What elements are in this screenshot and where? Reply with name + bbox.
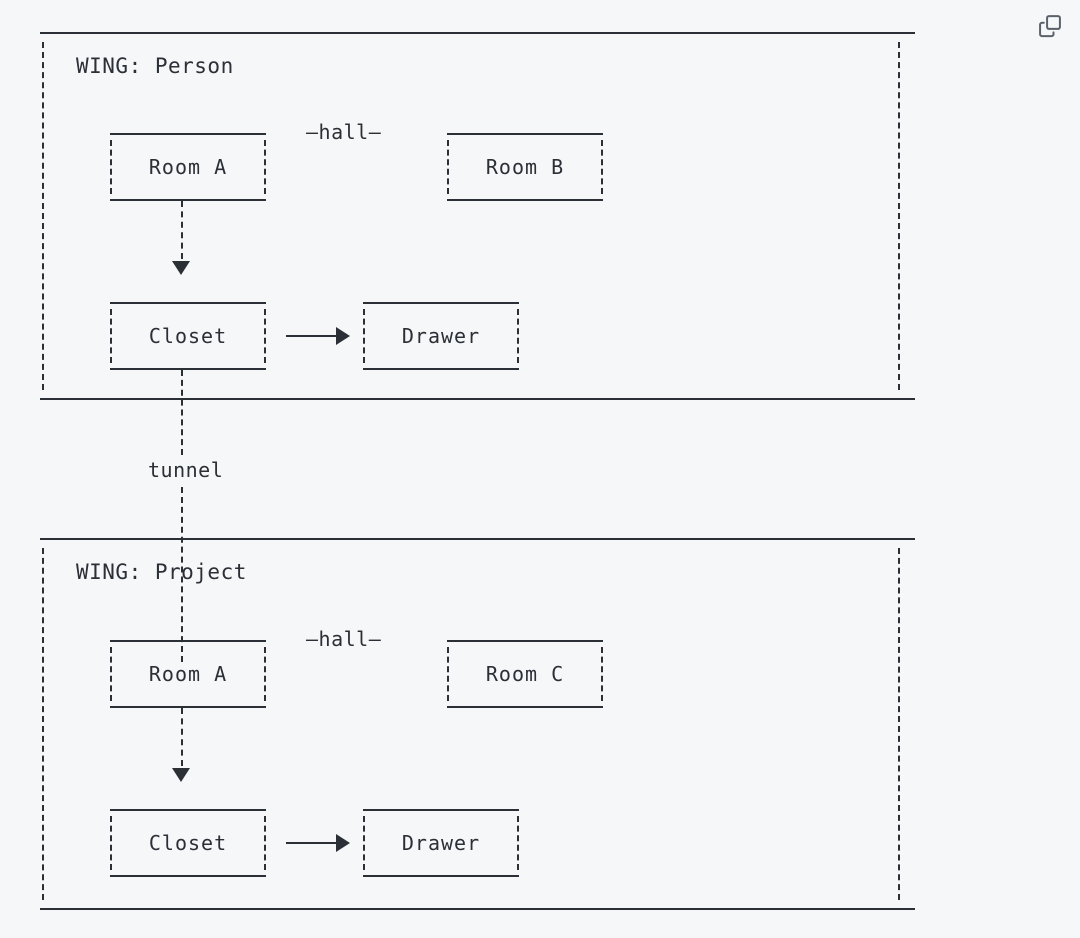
node-top-border <box>110 302 266 304</box>
node-label: Closet <box>148 324 228 348</box>
node-drawer-person[interactable]: Drawer <box>363 302 519 370</box>
node-left-border <box>363 816 365 870</box>
arrow-head-right-person <box>336 327 350 345</box>
node-left-border <box>110 309 112 363</box>
edge-label-hall-person: —hall— <box>304 120 384 144</box>
node-room-c-project[interactable]: Room C <box>447 640 603 708</box>
node-left-border <box>363 309 365 363</box>
tunnel-label: tunnel <box>146 458 226 482</box>
node-label: Room A <box>148 155 228 179</box>
node-left-border <box>447 140 449 194</box>
node-left-border <box>110 140 112 194</box>
tunnel-line-lower <box>181 487 183 662</box>
node-bottom-border <box>447 706 603 708</box>
node-top-border <box>447 640 603 642</box>
copy-icon[interactable] <box>1036 12 1064 40</box>
node-right-border <box>601 647 603 701</box>
node-top-border <box>363 302 519 304</box>
node-label: Closet <box>148 831 228 855</box>
node-right-border <box>264 140 266 194</box>
node-top-border <box>447 133 603 135</box>
edge-label-hall-project: —hall— <box>304 627 384 651</box>
wing-title-person: WING: Person <box>76 54 234 78</box>
arrow-head-down-person <box>172 261 190 275</box>
node-right-border <box>517 816 519 870</box>
node-label: Room C <box>485 662 565 686</box>
node-label: Drawer <box>401 831 481 855</box>
wing-bottom-border <box>40 908 915 910</box>
arrow-head-down-project <box>172 768 190 782</box>
wing-left-border <box>42 42 44 390</box>
node-closet-project[interactable]: Closet <box>110 809 266 877</box>
wing-project: WING: Project <box>40 538 915 910</box>
node-bottom-border <box>110 875 266 877</box>
node-top-border <box>110 640 266 642</box>
wing-top-border <box>40 538 915 540</box>
node-top-border <box>110 809 266 811</box>
node-drawer-project[interactable]: Drawer <box>363 809 519 877</box>
node-left-border <box>110 647 112 701</box>
node-closet-person[interactable]: Closet <box>110 302 266 370</box>
wing-person: WING: Person <box>40 32 915 400</box>
connector-room-a-to-closet-project <box>181 708 183 766</box>
node-bottom-border <box>110 368 266 370</box>
node-left-border <box>447 647 449 701</box>
wing-right-border <box>898 548 900 900</box>
node-bottom-border <box>447 199 603 201</box>
wing-right-border <box>898 42 900 390</box>
connector-closet-to-drawer-person <box>286 335 338 337</box>
node-bottom-border <box>363 368 519 370</box>
connector-closet-to-drawer-project <box>286 842 338 844</box>
node-top-border <box>110 133 266 135</box>
node-right-border <box>264 309 266 363</box>
wing-bottom-border <box>40 398 915 400</box>
node-bottom-border <box>363 875 519 877</box>
node-label: Drawer <box>401 324 481 348</box>
node-top-border <box>363 809 519 811</box>
node-right-border <box>264 647 266 701</box>
node-label: Room A <box>148 662 228 686</box>
node-right-border <box>264 816 266 870</box>
node-bottom-border <box>110 706 266 708</box>
node-right-border <box>517 309 519 363</box>
node-room-b-person[interactable]: Room B <box>447 133 603 201</box>
node-left-border <box>110 816 112 870</box>
node-label: Room B <box>485 155 565 179</box>
node-room-a-person[interactable]: Room A <box>110 133 266 201</box>
wing-top-border <box>40 32 915 34</box>
node-room-a-project[interactable]: Room A <box>110 640 266 708</box>
tunnel-line-upper <box>181 370 183 455</box>
node-bottom-border <box>110 199 266 201</box>
wing-left-border <box>42 548 44 900</box>
connector-room-a-to-closet-person <box>181 201 183 259</box>
node-right-border <box>601 140 603 194</box>
wing-title-project: WING: Project <box>76 560 247 584</box>
arrow-head-right-project <box>336 834 350 852</box>
